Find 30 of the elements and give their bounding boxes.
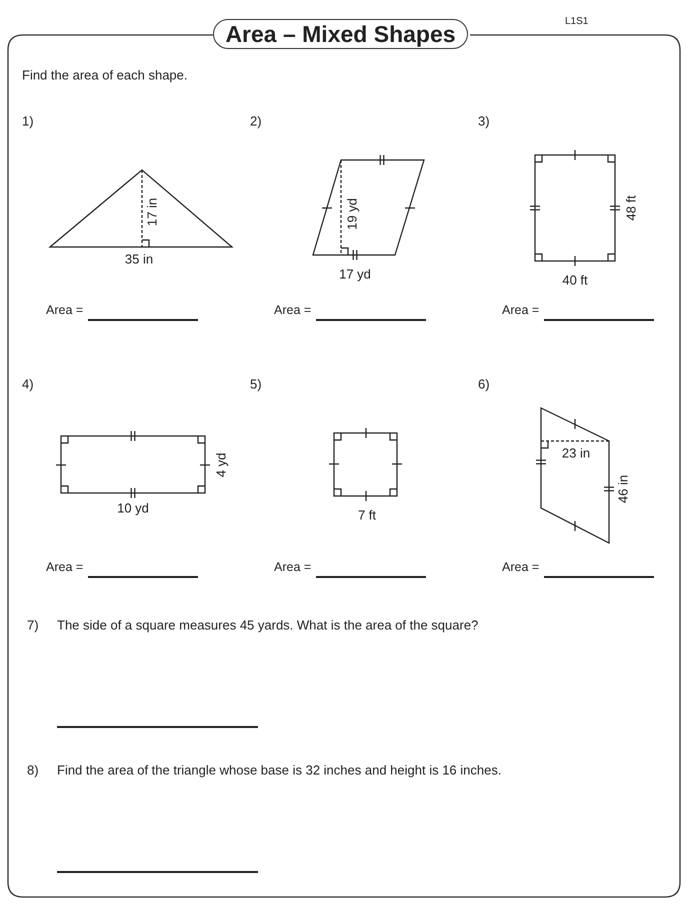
answer-prompt: Area = <box>274 560 312 574</box>
dimension-label: 17 in <box>146 198 158 226</box>
question-number: 1) <box>22 114 34 128</box>
dimension-label: 46 in <box>616 474 630 504</box>
question-number: 2) <box>250 114 262 128</box>
answer-prompt: Area = <box>46 304 84 316</box>
question-number: 8) <box>27 764 39 776</box>
dimension-label: 10 yd <box>117 502 149 514</box>
dimension-label: 48 ft <box>624 195 638 221</box>
answer-prompt: Area = <box>46 560 84 574</box>
title: Area – Mixed Shapes <box>213 19 468 49</box>
dimension-label: 40 ft <box>562 274 588 286</box>
dimension-label: 19 yd <box>346 198 358 230</box>
dimension-label: 23 in <box>562 446 590 460</box>
answer-prompt: Area = <box>502 304 540 316</box>
worksheet-code: L1S1 <box>565 17 588 27</box>
answer-prompt: Area = <box>502 560 540 574</box>
dimension-label: 35 in <box>124 252 154 266</box>
dimension-label: 17 yd <box>339 268 371 280</box>
answer-prompt: Area = <box>274 304 312 316</box>
question-number: 7) <box>27 618 39 632</box>
question-text: The side of a square measures 45 yards. What is the area of the square? <box>57 618 478 632</box>
question-text: Find the area of the triangle whose base is 32 inches and height is 16 inches. <box>57 764 502 776</box>
question-number: 5) <box>250 378 262 390</box>
question-number: 4) <box>22 378 34 390</box>
dimension-label: 7 ft <box>358 508 376 522</box>
question-number: 3) <box>478 114 490 128</box>
instructions: Find the area of each shape. <box>22 68 188 82</box>
dimension-label: 4 yd <box>214 452 228 478</box>
question-number: 6) <box>478 378 490 390</box>
